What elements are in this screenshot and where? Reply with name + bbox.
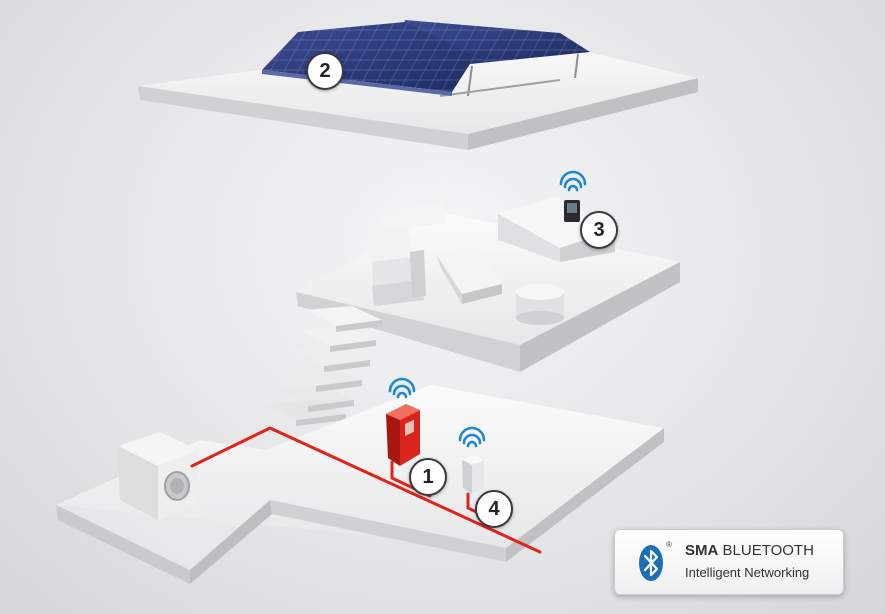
registered-mark: ® <box>666 540 672 549</box>
wifi-icon-inverter <box>388 377 416 399</box>
marker-inverter: 1 <box>409 458 447 496</box>
washing-machine <box>118 432 198 520</box>
badge-brand-bold: SMA <box>685 542 719 559</box>
ottoman <box>516 284 564 325</box>
badge-brand-rest: BLUETOOTH <box>718 542 814 559</box>
bluetooth-icon <box>639 545 663 581</box>
marker-repeater: 4 <box>475 490 513 528</box>
bench <box>436 246 502 304</box>
staircase <box>266 306 382 426</box>
armchair <box>368 226 426 306</box>
wifi-icon-repeater <box>458 426 486 448</box>
marker-solar-array: 2 <box>306 52 344 90</box>
wifi-icon-display <box>559 170 587 192</box>
marker-display-device: 3 <box>580 211 618 249</box>
display-device <box>564 200 580 222</box>
badge-brand: SMA BLUETOOTH <box>685 542 814 559</box>
repeater <box>462 455 484 494</box>
sma-bluetooth-badge: ® SMA BLUETOOTH Intelligent Networking <box>614 529 844 595</box>
badge-tagline: Intelligent Networking <box>685 565 810 580</box>
inverter <box>386 404 420 466</box>
